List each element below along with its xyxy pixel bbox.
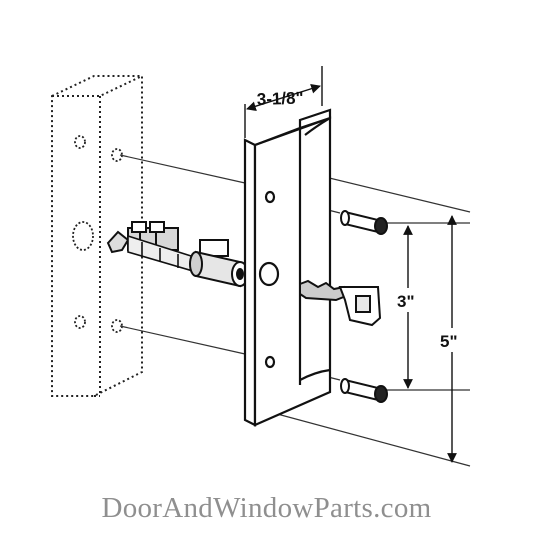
screw-spacing-label-bg (394, 288, 422, 312)
screw-top (340, 210, 388, 235)
key (299, 279, 382, 327)
width-dimension (244, 66, 323, 138)
screw-bottom (340, 378, 388, 403)
lock-cylinder (189, 239, 249, 288)
handle-plate (243, 108, 332, 427)
door-holes (72, 135, 123, 333)
screw-spacing-label: 3" (397, 292, 415, 311)
overall-height-label-bg (438, 328, 466, 352)
overall-height-label: 5" (440, 332, 458, 351)
door-edge (51, 75, 143, 397)
width-dimension-label: 3-1/8" (256, 88, 303, 109)
watermark: DoorAndWindowParts.com (101, 492, 432, 524)
mounting-screws (340, 210, 388, 403)
